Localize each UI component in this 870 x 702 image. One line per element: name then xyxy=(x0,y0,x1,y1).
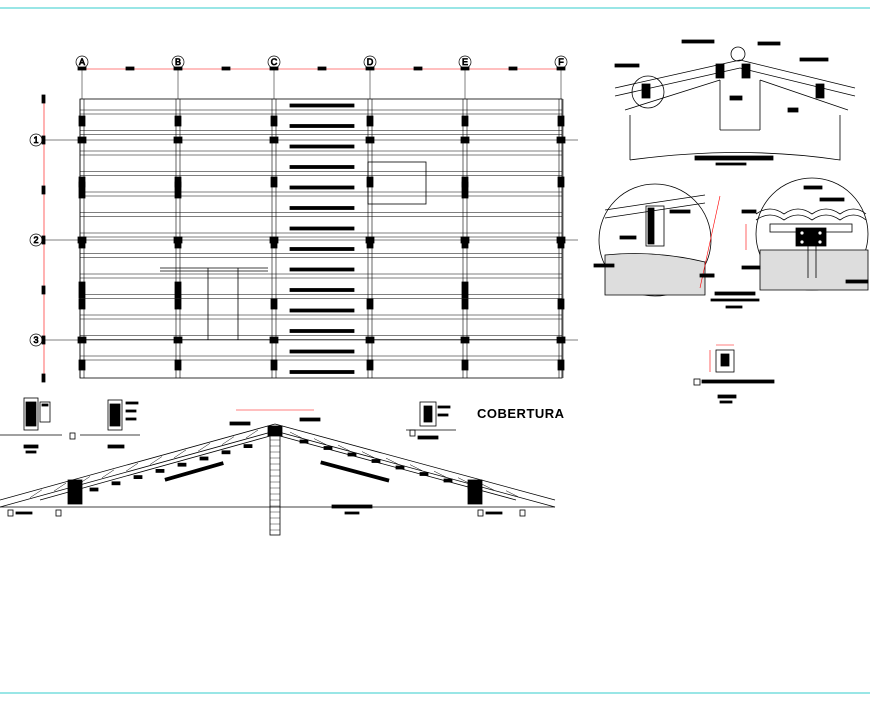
ridge-detail xyxy=(614,39,856,166)
grid-axis-label: B xyxy=(175,57,181,67)
sheet-title: COBERTURA xyxy=(477,406,565,421)
eave-detail-left xyxy=(593,183,760,309)
plan-purlins xyxy=(79,99,564,378)
grid-axis-label: 2 xyxy=(33,235,38,245)
sheet-frame xyxy=(0,7,870,694)
eave-detail-right xyxy=(701,177,869,291)
grid-axis-label: C xyxy=(271,57,278,67)
grid-axis-label: E xyxy=(462,57,468,67)
truss-web xyxy=(29,429,519,531)
grid-axis-label: 1 xyxy=(33,135,38,145)
roof-framing-plan: A B C D E F 1 2 3 xyxy=(29,55,578,383)
beam-section-small xyxy=(693,344,775,404)
plan-labels: A B C D E F 1 2 3 xyxy=(29,55,578,383)
grid-axis-label: 3 xyxy=(33,335,38,345)
roof-truss-section xyxy=(0,409,556,536)
grid-axis-label: F xyxy=(558,57,564,67)
column-sections-left xyxy=(0,397,456,454)
grid-axis-label: A xyxy=(79,57,85,67)
grid-axis-label: D xyxy=(367,57,374,67)
